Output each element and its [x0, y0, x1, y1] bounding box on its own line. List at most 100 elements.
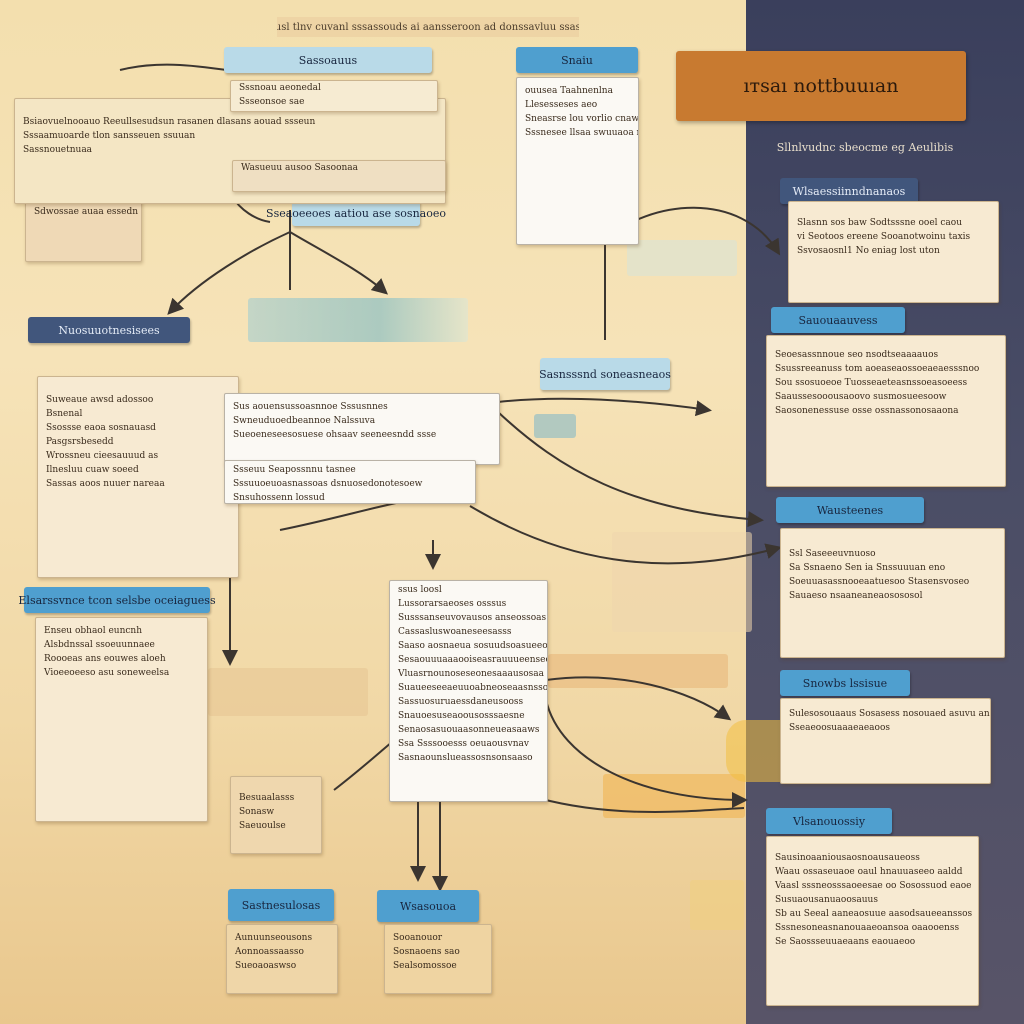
- label-tag: Wsasouoa: [377, 890, 479, 922]
- node-text-line: vi Seotoos ereene Sooanotwoinu taxis: [797, 232, 971, 242]
- node-text-line: Sssaamuoarde tlon sansseuen ssuuan: [23, 131, 196, 141]
- node-text-line: ouusea Taahnenlna: [525, 86, 613, 96]
- node-text-line: Sosnaoens sao: [393, 947, 460, 957]
- node-text-line: Vaasl sssneosssaoeesae oo Sosossuod eaoe: [775, 881, 972, 891]
- connector-line: [279, 499, 411, 531]
- node-text-line: Ssvosaosnl1 No eniag lost uton: [797, 246, 940, 256]
- label-tag: Nuosuuotnesisees: [28, 317, 190, 343]
- connector-arrow: [497, 397, 712, 417]
- node-text-line: Sulesosouaaus Sosasess nosouaed asuvu an…: [789, 709, 990, 719]
- connector-line: [333, 741, 393, 791]
- label-tag: Sauouaauvess: [771, 307, 905, 333]
- main-title: ıтsaı nottbuuıan: [676, 51, 966, 121]
- node-text-line: Snauoesuseaoousosssaesne: [398, 711, 525, 721]
- label-tag: Sassoauus: [224, 47, 432, 73]
- blur-smudge: [208, 668, 368, 716]
- node-text-line: Sneasrse lou vorlio cnaw: [525, 114, 638, 124]
- node-text-line: Besuaalasss: [239, 793, 295, 803]
- node-text-line: Susssanseuvovausos anseossoas: [398, 613, 547, 623]
- node-text-line: Snsuhossenn lossud: [233, 493, 325, 503]
- node-text-line: Sssuuoeuoasnassoas dsnuosedonotesoew: [233, 479, 423, 489]
- node-text-line: Aonnoassaasso: [235, 947, 304, 957]
- node-text-line: Saaso aosnaeua sosuudsoasueeosaoa: [398, 641, 547, 651]
- blur-smudge: [690, 880, 744, 930]
- node-text-line: Soeuuasassnooeaatuesoo Stasensvoseo: [789, 577, 970, 587]
- node-text-line: Sseaeoosuaaaeaeaoos: [789, 723, 890, 733]
- label-tag: Sseaoeeoes aatiou ase sosnaoeo: [266, 200, 446, 226]
- node-text-line: Sassuosuruaessdaneusooss: [398, 697, 524, 707]
- connector-arrow: [289, 231, 389, 295]
- node-text-line: Lussorarsaeoses osssus: [398, 599, 507, 609]
- label-tag: Snowbs lssisue: [780, 670, 910, 696]
- blur-smudge: [612, 532, 752, 632]
- node-text-line: Enseu obhaol euncnh: [44, 626, 143, 636]
- connector-arrow: [167, 231, 291, 315]
- node-text-line: Sesaouuuaaaooiseasrauuueenseo: [398, 655, 547, 665]
- node-text-line: Vluasrnounoseseonesaaausosaa: [398, 669, 545, 679]
- node-text-line: Sueoaoaswso: [235, 961, 297, 971]
- diagram-node: Ssl Saseeeuvnuoso Sa Ssnaeno Sen ia Snssu…: [780, 528, 1005, 658]
- connector-arrow: [469, 505, 782, 565]
- top-caption: ausl tlnv cuvanl sssassouds ai aansseroo…: [277, 17, 579, 37]
- node-text-line: Ssseonsoe sae: [239, 97, 305, 107]
- connector-arrow: [497, 411, 764, 528]
- node-text-line: Suweaue awsd adossoo: [46, 395, 154, 405]
- label-tag: Elsarssvnce tcon selsbe oceiaguess: [18, 587, 216, 613]
- blur-smudge: [627, 240, 737, 276]
- connector-line: [119, 63, 241, 73]
- node-text-line: Alsbdnssal ssoeuunnaee: [44, 640, 155, 650]
- node-text-line: Sb au Seeal aaneaosuue aasodsaueeanssos: [775, 909, 973, 919]
- node-text-line: Ssl Saseeeuvnuoso: [789, 549, 876, 559]
- node-text-line: Sasnaounslueassosnsonsaaso: [398, 753, 533, 763]
- connector-arrow: [545, 699, 748, 808]
- node-text-line: Sa Ssnaeno Sen ia Snssuuuan eno: [789, 563, 946, 573]
- connector-arrow: [545, 676, 732, 721]
- node-text-line: Swneuduoedbeannoe Nalssuva: [233, 416, 376, 426]
- node-text-line: Slasnn sos baw Sodtsssne ooel caou: [797, 218, 963, 228]
- node-text-line: Suaueeseeaeuuoabneoseaasnssoon: [398, 683, 547, 693]
- node-text-line: Sealsomossoe: [393, 961, 457, 971]
- node-text-line: Sueoeneseesosuese ohsaav seeneesndd ssse: [233, 430, 437, 440]
- node-text-line: Wrossneu cieesauuud as: [46, 451, 159, 461]
- node-text-line: Llesesseses aeo: [525, 100, 598, 110]
- label-tag: Wausteenes: [776, 497, 924, 523]
- node-text-line: Sdwossae auaa essedn: [34, 207, 139, 217]
- node-text-line: Saeuoulse: [239, 821, 286, 831]
- diagram-node: Wasueuu ausoo Sasoonaa: [232, 160, 446, 192]
- node-text-line: Sssnesoneasnanouaaeoansoa oaaooenss: [775, 923, 960, 933]
- node-text-line: Sus aouensussoasnnoe Sssusnnes: [233, 402, 388, 412]
- blur-smudge: [534, 414, 576, 438]
- node-text-line: Wasueuu ausoo Sasoonaa: [241, 163, 359, 173]
- label-tag: Snaiu: [516, 47, 638, 73]
- connector-line: [537, 797, 745, 813]
- node-text-line: Bsiaovuelnooauo Reeullsesudsun rasanen d…: [23, 117, 316, 127]
- node-text-line: Vioeeoeeso asu soneweelsa: [44, 668, 170, 678]
- label-tag: Sastnesulosas: [228, 889, 334, 921]
- node-text-line: Sauaeso nsaaneaneaosososol: [789, 591, 923, 601]
- node-text-line: Pasgsrsbesedd: [46, 437, 114, 447]
- node-text-line: Sassas aoos nuuer nareaa: [46, 479, 165, 489]
- node-text-line: ssus loosl: [398, 585, 442, 595]
- node-text-line: Sausinoaaniousaosnoausaueoss: [775, 853, 920, 863]
- label-tag: Wlsaessiinndnanaos: [780, 178, 918, 204]
- node-text-line: Ssossse eaoa sosnauasd: [46, 423, 156, 433]
- node-text-line: Sassnouetnuaa: [23, 145, 93, 155]
- node-text-line: Aunuunseousons: [235, 933, 313, 943]
- label-tag: Vlsanouossiy: [766, 808, 892, 834]
- diagram-node: Sulesosouaaus Sosasess nosouaed asuvu an…: [780, 698, 991, 784]
- node-text-line: Saosonenessuse osse ossnassonosaaona: [775, 406, 959, 416]
- node-text-line: Sou ssosuoeoe Tuosseaeteasnssoeasoeess: [775, 378, 968, 388]
- node-text-line: Saaussesooousaoovo susmosueesoow: [775, 392, 947, 402]
- node-text-line: Sonasw: [239, 807, 275, 817]
- node-text-line: Senaosasuouaasonneueasaaws: [398, 725, 540, 735]
- node-text-line: Sssnoau aeonedal: [239, 83, 321, 93]
- node-text-line: Cassasluswoaneseesasss: [398, 627, 512, 637]
